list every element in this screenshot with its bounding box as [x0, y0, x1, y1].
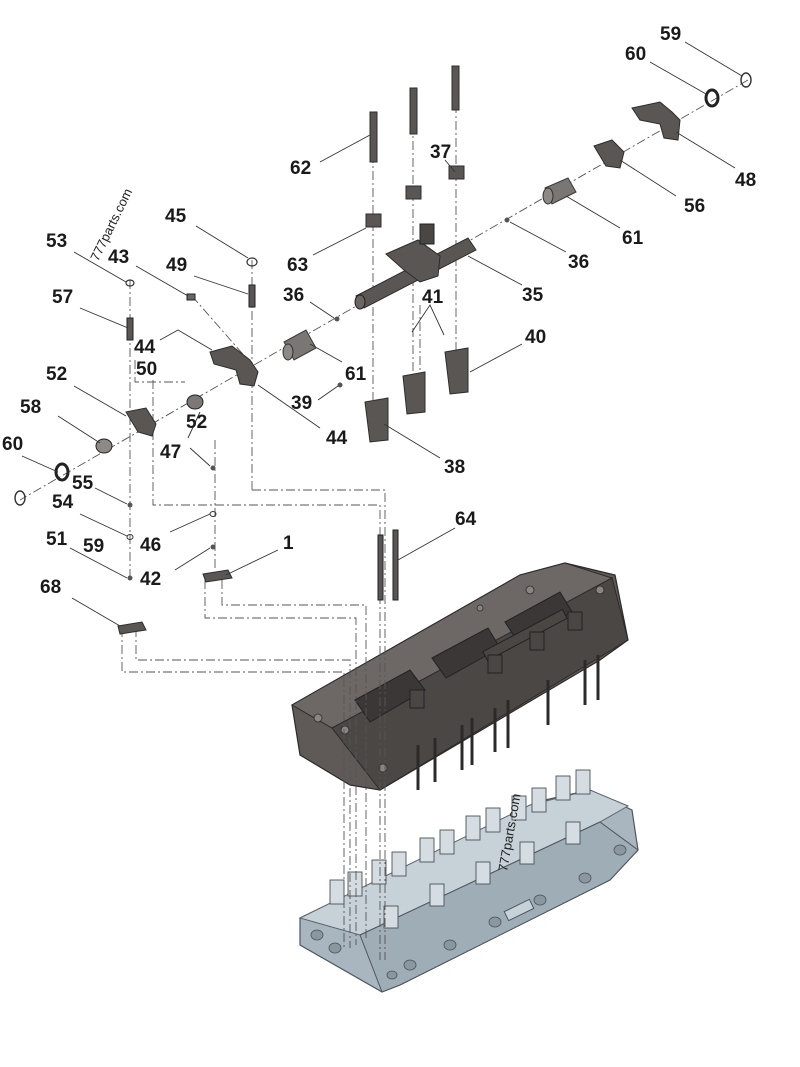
lifter-40 [444, 347, 469, 395]
rocker-arm-52 [125, 407, 157, 437]
lifter-38 [364, 397, 389, 443]
callout-39[interactable]: 39 [291, 393, 312, 414]
callout-44-lower[interactable]: 44 [326, 428, 348, 449]
callout-52[interactable]: 52 [46, 364, 67, 385]
rocker-arm-44 [209, 345, 259, 387]
callout-53[interactable]: 53 [46, 231, 67, 252]
callout-42[interactable]: 42 [140, 569, 161, 590]
callout-1[interactable]: 1 [283, 533, 294, 554]
screw-57 [126, 317, 134, 341]
rocker-arm-56 [593, 139, 625, 169]
callout-59[interactable]: 59 [660, 24, 681, 45]
spacer-63a [365, 213, 382, 228]
callout-55[interactable]: 55 [72, 473, 94, 494]
rocker-housing [290, 562, 629, 791]
callout-49[interactable]: 49 [166, 255, 187, 276]
callout-48[interactable]: 48 [735, 170, 756, 191]
callout-56[interactable]: 56 [684, 196, 705, 217]
roller-50 [186, 394, 204, 410]
clip-36-right [504, 217, 510, 223]
o-ring-59 [740, 72, 752, 88]
plug-43 [186, 293, 196, 301]
small-parts [14, 65, 752, 635]
callout-64[interactable]: 64 [455, 509, 477, 530]
callout-68[interactable]: 68 [40, 577, 61, 598]
callout-50[interactable]: 50 [136, 359, 157, 380]
ring-60-left [54, 462, 70, 482]
bolt-62 [369, 111, 378, 163]
callout-44[interactable]: 44 [134, 337, 156, 358]
bolt-37b [451, 65, 460, 111]
screw-49 [248, 284, 256, 308]
callout-47[interactable]: 47 [160, 442, 181, 463]
washer-54 [126, 534, 134, 540]
callout-61-left[interactable]: 61 [345, 364, 367, 385]
leader-lines [21, 41, 743, 627]
pin-39 [337, 382, 343, 388]
rocker-arm-35 [385, 239, 441, 283]
washer-45 [246, 257, 258, 267]
callout-46[interactable]: 46 [140, 535, 161, 556]
callout-36-left[interactable]: 36 [283, 285, 304, 306]
callout-63[interactable]: 63 [287, 255, 308, 276]
spacer-63b [405, 185, 422, 200]
callout-52-right[interactable]: 52 [186, 412, 207, 433]
callout-60[interactable]: 60 [625, 44, 646, 65]
stud-64a [377, 534, 384, 601]
nut-47 [210, 465, 216, 471]
callout-62[interactable]: 62 [290, 158, 311, 179]
roller-58 [95, 438, 113, 454]
bolt-37a [409, 87, 418, 135]
callout-54[interactable]: 54 [52, 492, 74, 513]
clip-36-left [334, 316, 340, 322]
callout-38[interactable]: 38 [444, 457, 465, 478]
callout-59-left[interactable]: 59 [83, 536, 104, 557]
callout-43[interactable]: 43 [108, 247, 129, 268]
callout-51[interactable]: 51 [46, 529, 68, 550]
ring-60 [704, 88, 720, 108]
callout-37[interactable]: 37 [430, 142, 451, 163]
bridge-68 [117, 621, 147, 635]
callout-36[interactable]: 36 [568, 252, 589, 273]
callout-61[interactable]: 61 [622, 228, 644, 249]
callout-35[interactable]: 35 [522, 285, 544, 306]
callout-57[interactable]: 57 [52, 287, 73, 308]
washer-53 [125, 279, 135, 287]
bridge-1 [202, 569, 233, 583]
nut-55 [127, 502, 133, 508]
callout-41[interactable]: 41 [422, 287, 444, 308]
lifter-38b [402, 371, 426, 415]
stud-64b [392, 529, 399, 601]
rocker-arm-48 [631, 101, 681, 141]
callout-45[interactable]: 45 [165, 206, 187, 227]
nut-51 [127, 575, 133, 581]
callout-labels: 59 60 48 56 37 62 61 36 35 63 41 36 40 4… [2, 24, 756, 598]
nut-42 [210, 544, 216, 550]
callout-40[interactable]: 40 [525, 327, 546, 348]
callout-58[interactable]: 58 [20, 397, 41, 418]
callout-60-left[interactable]: 60 [2, 434, 23, 455]
o-ring-59-left [14, 490, 26, 506]
cylinder-head [298, 769, 639, 993]
